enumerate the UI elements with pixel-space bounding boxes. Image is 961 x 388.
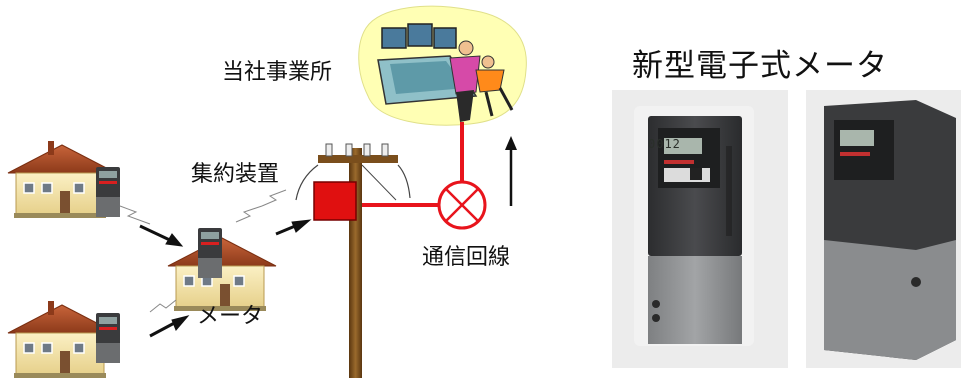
wireless-signals [119,189,287,313]
comm-node-icon [437,180,487,230]
concentrator-box [313,181,357,221]
concentrator-label: 集約装置 [191,162,280,187]
comm-line-links [356,122,464,207]
meter-display-reading: 0012 [648,137,681,151]
house-bottom-left [7,300,120,379]
meter-photo-angled [806,90,961,368]
new-meter-title: 新型電子式メータ [632,48,888,84]
house-top-left [7,140,120,219]
office-illustration [358,5,527,126]
comm-line-label: 通信回線 [422,245,511,270]
utility-pole [295,143,411,378]
upload-arrow-icon [505,136,517,206]
data-flow-arrows [139,219,312,338]
office-label: 当社事業所 [222,60,333,85]
meter-label: メータ [197,304,264,329]
meter-photo-front [612,90,788,368]
